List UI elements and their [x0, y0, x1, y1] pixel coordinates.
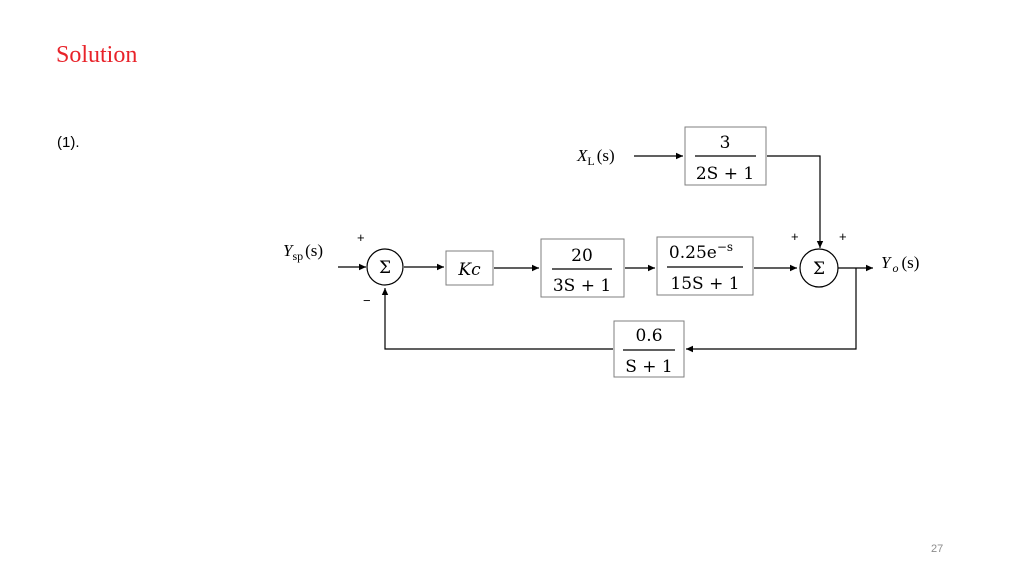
plus-sign: +: [357, 230, 365, 245]
feedback-return-wire: [381, 288, 613, 350]
svg-text:S + 1: S + 1: [625, 357, 673, 377]
controller-block: Kc: [445, 250, 494, 286]
svg-text:Σ: Σ: [813, 259, 825, 279]
delay-block: 0.25e−s 15S + 1: [656, 236, 754, 296]
minus-sign: −: [363, 293, 371, 308]
svg-text:15S + 1: 15S + 1: [670, 274, 739, 294]
svg-text:0.6: 0.6: [635, 326, 662, 346]
setpoint-signal: Ysp(s): [283, 241, 323, 263]
load-block: 3 2S + 1: [684, 126, 767, 186]
svg-text:Σ: Σ: [379, 258, 391, 278]
load-signal: XL(s): [576, 146, 615, 168]
plus-sign: +: [791, 229, 799, 244]
svg-text:3S + 1: 3S + 1: [553, 276, 611, 296]
load-output-wire: [767, 155, 824, 248]
sensor-block: 0.6 S + 1: [613, 320, 685, 378]
svg-text:2S + 1: 2S + 1: [696, 164, 754, 184]
svg-text:3: 3: [720, 133, 731, 153]
summing-junction-right: Σ + +: [791, 229, 847, 288]
svg-text:20: 20: [571, 246, 593, 266]
part-label: (1).: [57, 134, 80, 151]
feedback-takeoff-wire: [686, 268, 857, 353]
page-number: 27: [931, 543, 944, 555]
process-block: 20 3S + 1: [540, 238, 625, 298]
delay-numerator: 0.25e−s: [669, 240, 733, 263]
summing-junction-left: Σ + −: [357, 230, 404, 308]
svg-text:Kc: Kc: [457, 260, 481, 280]
slide-title: Solution: [56, 42, 138, 68]
plus-sign: +: [839, 229, 847, 244]
